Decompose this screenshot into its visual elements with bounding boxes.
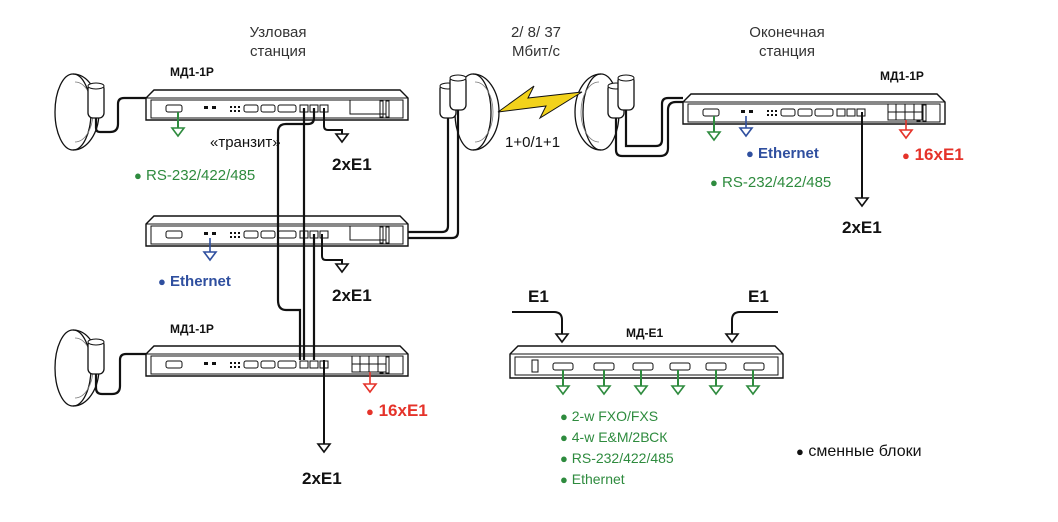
e1-2x-label: 2xE1 bbox=[302, 469, 342, 488]
e1-16x-label: ● 16xE1 bbox=[366, 401, 428, 420]
device-label-md1-top-right: МД1-1Р bbox=[880, 69, 924, 83]
nodal-station-title: Узловая станция bbox=[249, 24, 307, 60]
rs232-label: ● RS-232/422/485 bbox=[134, 167, 256, 184]
e1-2x-label: 2xE1 bbox=[332, 286, 372, 305]
bullet-dot-icon: ● bbox=[902, 148, 910, 163]
bullet-dot-icon: ● bbox=[560, 471, 568, 487]
rs232-label: ● RS-232/422/485 bbox=[710, 174, 832, 191]
device-label-md1-top-left: МД1-1Р bbox=[170, 65, 214, 79]
device-label-md-e1: МД-Е1 bbox=[626, 326, 664, 340]
legend-replaceable-blocks: ● сменные блоки bbox=[796, 443, 922, 460]
e1-2x-label: 2xE1 bbox=[842, 218, 882, 237]
bullet-dot-icon: ● bbox=[746, 146, 754, 161]
bullet-dot-icon: ● bbox=[134, 168, 142, 183]
e1-16x-connector-block bbox=[351, 355, 387, 373]
bullet-dot-icon: ● bbox=[560, 429, 568, 445]
bullet-dot-icon: ● bbox=[560, 409, 568, 424]
e1-2x-label: 2xE1 bbox=[332, 155, 372, 174]
ethernet-port-arrow bbox=[202, 116, 754, 262]
e1-16x-label: ● 16xE1 bbox=[902, 145, 964, 164]
list-item: ● 2-w FXO/FXS bbox=[560, 408, 659, 424]
odu-unit-icon bbox=[617, 74, 635, 111]
e1-16x-port-arrow bbox=[362, 120, 914, 394]
device-label-md1-bottom-left: МД1-1Р bbox=[170, 322, 214, 336]
lcd-display bbox=[349, 225, 387, 241]
bullet-dot-icon: ● bbox=[158, 274, 166, 289]
radio-link-lightning-icon bbox=[497, 85, 583, 120]
lcd-display bbox=[349, 99, 387, 115]
odu-unit-icon bbox=[87, 82, 105, 119]
e1-input-label: E1 bbox=[528, 287, 549, 306]
arrow-down-icon bbox=[316, 133, 870, 454]
terminal-station-title: Оконечная станция bbox=[749, 24, 825, 60]
transit-label: «транзит» bbox=[210, 134, 281, 151]
bullet-dot-icon: ● bbox=[560, 450, 568, 466]
e1-input-label: E1 bbox=[748, 287, 769, 306]
bullet-dot-icon: ● bbox=[366, 404, 374, 419]
list-item: ● 4-w E&M/2ВСК bbox=[560, 428, 668, 445]
e1-16x-connector-block bbox=[887, 103, 923, 121]
ethernet-label: ● Ethernet bbox=[746, 145, 819, 162]
e1-input-line bbox=[512, 311, 778, 336]
list-item: ● RS-232/422/485 bbox=[560, 449, 674, 466]
arrow-down-icon bbox=[554, 333, 740, 344]
list-item: ● Ethernet bbox=[560, 470, 625, 487]
rate-label: 2/ 8/ 37 Мбит/с bbox=[510, 24, 562, 60]
bullet-dot-icon: ● bbox=[710, 175, 718, 190]
ethernet-label: ● Ethernet bbox=[158, 273, 231, 290]
md1-rack-top-left bbox=[145, 89, 409, 121]
redundancy-label: 1+0/1+1 bbox=[505, 134, 561, 151]
odu-unit-icon bbox=[87, 338, 105, 375]
odu-unit-icon bbox=[449, 74, 467, 111]
e1-line bbox=[321, 108, 863, 446]
md-e1-rack bbox=[509, 345, 784, 379]
bullet-dot-icon: ● bbox=[796, 444, 804, 459]
md-e1-module-list: ● 2-w FXO/FXS ● 4-w E&M/2ВСК ● RS-232/42… bbox=[560, 406, 674, 489]
